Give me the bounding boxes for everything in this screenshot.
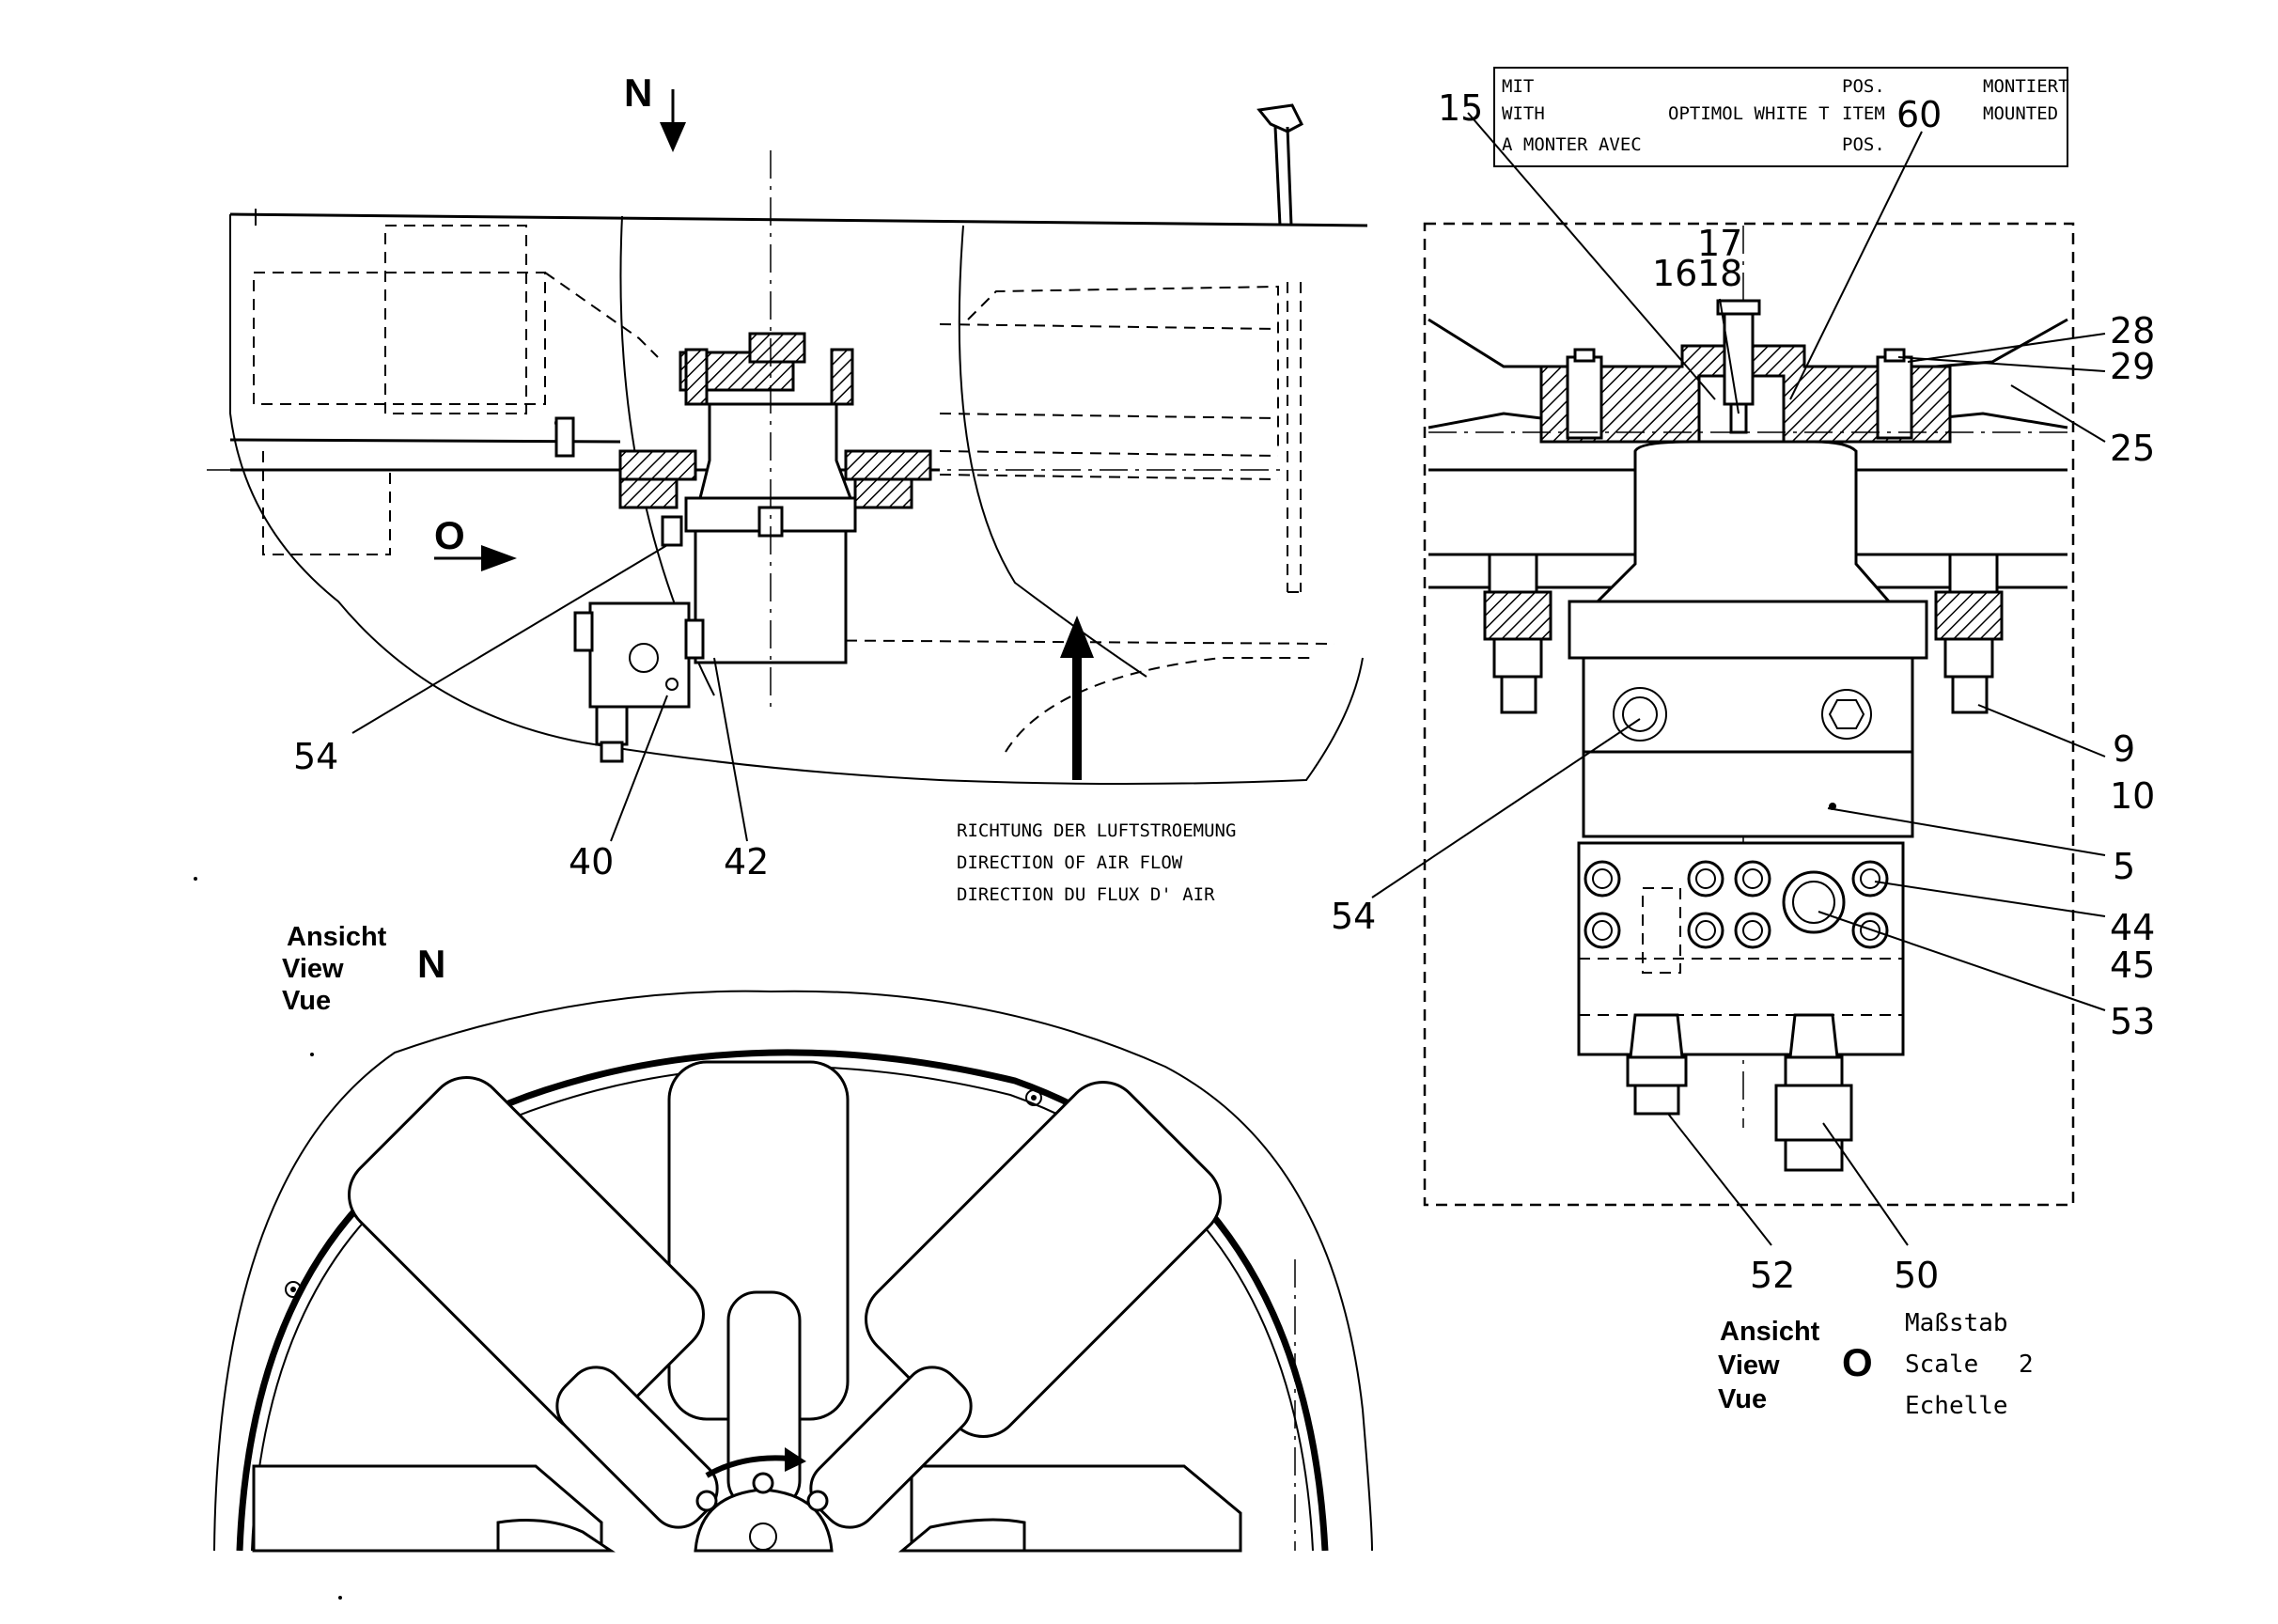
lube-pos2: POS. — [1842, 134, 1885, 155]
view-n-fan: Ansicht View Vue N — [213, 922, 1373, 1553]
scale-en: Scale — [1905, 1351, 1978, 1379]
callout-45: 45 — [2110, 945, 2155, 986]
side-view: N O — [207, 70, 1368, 905]
lube-item: ITEM — [1842, 103, 1885, 124]
callout-5: 5 — [2113, 846, 2135, 887]
lube-item-number: 60 — [1896, 94, 1942, 135]
scale-value: 2 — [2019, 1351, 2034, 1379]
lube-with: WITH — [1502, 103, 1545, 124]
lube-mit: MIT — [1502, 76, 1534, 97]
callout-52: 52 — [1750, 1255, 1795, 1296]
view-o-marker: O — [434, 513, 465, 557]
view-o-label-de: Ansicht — [1720, 1317, 1820, 1347]
callout-left-40: 40 — [569, 841, 614, 882]
lube-mounted: MOUNTED — [1983, 103, 2058, 124]
callout-28: 28 — [2110, 310, 2155, 351]
lube-avec: A MONTER AVEC — [1502, 134, 1642, 155]
view-n-label-en: View — [282, 954, 344, 984]
callout-50: 50 — [1894, 1255, 1939, 1296]
callout-9: 9 — [2113, 728, 2135, 770]
callout-25: 25 — [2110, 428, 2155, 469]
callout-29: 29 — [2110, 346, 2155, 387]
view-n-letter: N — [417, 942, 445, 986]
callout-10: 10 — [2110, 775, 2155, 817]
callout-53: 53 — [2110, 1001, 2155, 1042]
airflow-note-fr: DIRECTION DU FLUX D' AIR — [957, 884, 1215, 905]
lube-montiert: MONTIERT — [1983, 76, 2069, 97]
airflow-note-de: RICHTUNG DER LUFTSTROEMUNG — [957, 820, 1236, 841]
view-n-label-de: Ansicht — [287, 922, 387, 952]
lubricant-box — [1493, 67, 2068, 167]
view-o-label-fr: Vue — [1718, 1384, 1767, 1414]
view-n-marker: N — [624, 70, 652, 115]
callout-18: 18 — [1697, 253, 1742, 294]
lube-product: OPTIMOL WHITE T — [1668, 103, 1830, 124]
view-o-letter: O — [1842, 1340, 1873, 1384]
callout-left-42: 42 — [724, 841, 769, 882]
lube-pos1: POS. — [1842, 76, 1885, 97]
callout-15: 15 — [1438, 87, 1483, 129]
view-o-arrow — [434, 545, 517, 571]
airflow-note-en: DIRECTION OF AIR FLOW — [957, 852, 1183, 873]
valve-ports — [1584, 860, 1889, 949]
view-o-label-en: View — [1718, 1351, 1780, 1381]
callout-right-54: 54 — [1331, 896, 1376, 937]
callout-44: 44 — [2110, 907, 2155, 948]
view-n-arrow — [660, 89, 686, 152]
view-n-label-fr: Vue — [282, 986, 331, 1016]
callout-17: 17 — [1697, 223, 1742, 264]
scale-fr: Echelle — [1905, 1392, 2008, 1420]
callout-16: 16 — [1652, 253, 1697, 294]
scale-de: Maßstab — [1905, 1309, 2008, 1337]
callout-left-54: 54 — [293, 736, 338, 777]
view-o-detail: MIT WITH A MONTER AVEC OPTIMOL WHITE T P… — [1331, 67, 2155, 1420]
